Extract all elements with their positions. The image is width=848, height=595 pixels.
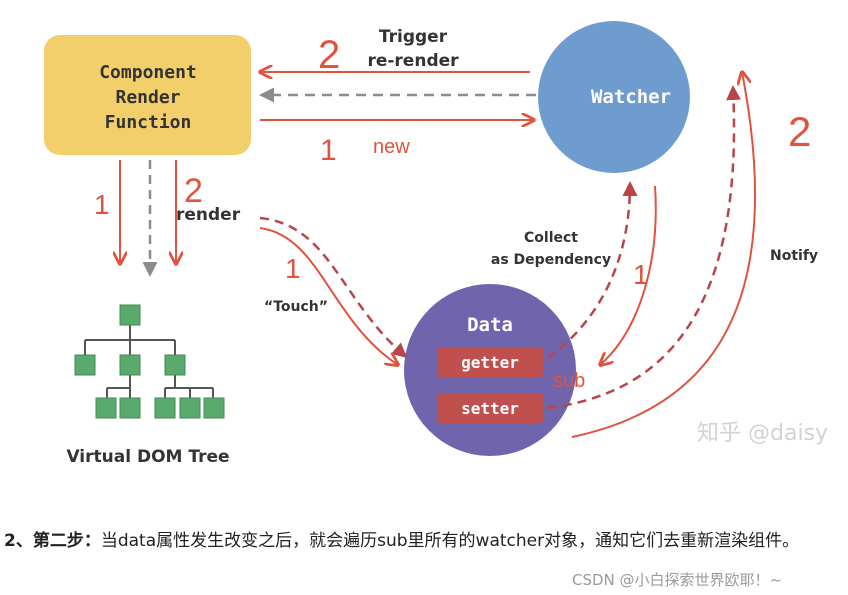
annotation-sub: sub <box>553 370 585 392</box>
vdom-label: Virtual DOM Tree <box>66 447 229 467</box>
component-label-line1: Component <box>99 62 197 83</box>
component-render-function-node: Component Render Function <box>44 35 251 155</box>
data-label: Data <box>467 314 513 336</box>
setter-label: setter <box>461 399 519 418</box>
trigger-label-line1: Trigger <box>379 27 448 47</box>
reactivity-diagram: Component Render Function Watcher Data g… <box>44 21 828 467</box>
watermark: 知乎 @daisy <box>697 421 828 446</box>
tree-node <box>119 304 141 326</box>
annotation-1-top: 1 <box>320 134 337 167</box>
step-label: 2、第二步： <box>4 531 101 551</box>
render-arrows <box>120 160 176 277</box>
collect-dependency-arrow <box>547 181 638 360</box>
annotation-2-right: 2 <box>788 108 811 155</box>
tree-nodes <box>74 304 225 419</box>
setter-box <box>437 393 543 423</box>
collect-label-line2: as Dependency <box>491 252 611 268</box>
annotation-new: new <box>373 136 410 158</box>
collect-label-line1: Collect <box>524 230 578 246</box>
tree-node <box>203 397 225 419</box>
handwritten-annotations: 2 1 new 1 2 1 1 sub 2 <box>94 33 811 392</box>
article-paragraph: 2、第二步：当data属性发生改变之后，就会遍历sub里所有的watcher对象… <box>4 526 844 557</box>
csdn-credit: CSDN @小白探索世界欧耶！~ <box>572 571 783 589</box>
component-label-line2: Render <box>115 87 180 108</box>
tree-node <box>154 397 176 419</box>
touch-arrow-solid <box>259 227 398 365</box>
touch-arrows <box>259 216 408 365</box>
annotation-1-right: 1 <box>633 259 649 290</box>
notify-arrows <box>547 72 757 438</box>
notify-label: Notify <box>770 248 818 264</box>
tree-node <box>179 397 201 419</box>
tree-node <box>74 354 96 376</box>
tree-node <box>119 397 141 419</box>
touch-arrow-dashed <box>259 216 408 358</box>
annotation-2-top: 2 <box>318 33 340 77</box>
watcher-label: Watcher <box>591 86 671 108</box>
tree-node <box>95 397 117 419</box>
tree-node <box>164 354 186 376</box>
notify-arrow-solid <box>571 72 757 438</box>
virtual-dom-tree: Virtual DOM Tree <box>66 304 230 467</box>
tree-node <box>119 354 141 376</box>
tree-edges <box>84 322 214 400</box>
notify-arrow-dashed <box>547 85 742 410</box>
trigger-label-line2: re-render <box>367 51 459 71</box>
annotation-1-touch: 1 <box>285 253 301 284</box>
step-body: 当data属性发生改变之后，就会遍历sub里所有的watcher对象，通知它们去… <box>100 531 800 551</box>
render-label: render <box>176 205 241 225</box>
annotation-1-left: 1 <box>94 189 110 220</box>
touch-label: “Touch” <box>264 299 328 315</box>
watcher-to-getter-arrow <box>600 185 657 365</box>
watcher-node: Watcher <box>538 21 690 173</box>
getter-label: getter <box>461 353 519 372</box>
annotation-2-render: 2 <box>184 172 203 210</box>
component-label-line3: Function <box>105 112 192 133</box>
data-node: Data getter setter <box>404 284 576 456</box>
getter-box <box>437 347 543 377</box>
